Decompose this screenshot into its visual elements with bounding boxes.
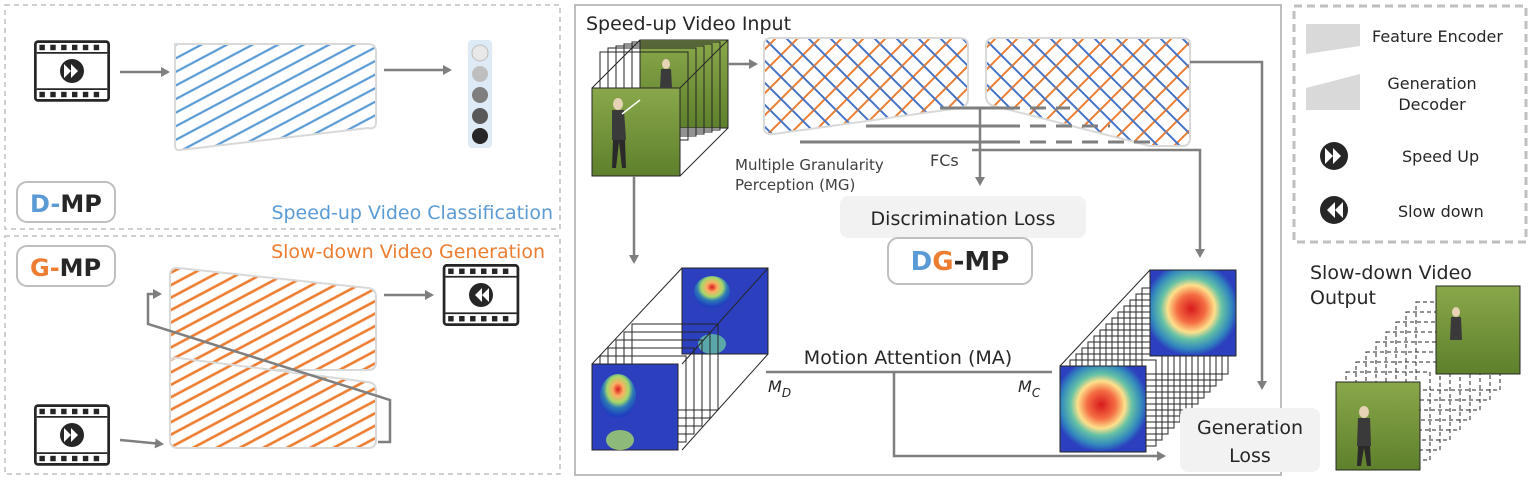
golfer-figure [612,98,641,168]
dmp-caption: Speed-up Video Classification [271,202,553,224]
motion-attention-label: Motion Attention (MA) [804,347,1012,369]
svg-text:D-MP: D-MP [30,190,102,218]
gmp-badge: G-MP [16,245,116,287]
golfer-figure-back [660,59,672,88]
legend-encoder-shape [1306,24,1360,54]
dmp-feature-encoder [174,43,377,152]
dmp-badge-prefix: D- [30,190,60,218]
legend-speed-up: Speed Up [1402,147,1479,166]
input-video-cube [591,39,729,177]
fcs-label: FCs [930,151,959,170]
golfer-figure [1357,406,1371,466]
generation-loss-line2: Loss [1229,445,1271,467]
gmp-arrow-in [119,438,164,449]
film-fast-forward-icon [34,40,110,102]
input-frame [591,87,681,177]
discrimination-loss-box: Discrimination Loss [840,196,1086,238]
output-frame-front [1335,381,1421,471]
svg-text:G-MP: G-MP [30,254,101,282]
mg-label-line2: Perception (MG) [735,176,855,194]
fast-forward-icon [1320,142,1348,170]
ma-to-generation-loss-arrow [892,372,1166,461]
gmp-feature-encoder [169,356,377,449]
gmp-generation-decoder [169,266,377,371]
legend-slow-down: Slow down [1398,202,1484,221]
generation-loss-line1: Generation [1197,417,1303,439]
decoder-to-generation-loss-arrow [1190,60,1267,390]
md-heatmap-cube [591,267,769,451]
gmp-loop-arrow [146,289,392,444]
gmp-badge-suffix: MP [60,254,101,282]
output-video: Slow-down Video Output [1310,262,1521,471]
gmp-caption: Slow-down Video Generation [271,241,545,263]
dmp-badge-suffix: MP [60,190,101,218]
legend: Feature Encoder Generation Decoder Speed… [1292,4,1528,244]
rewind-icon [1320,196,1348,224]
dgmp-badge-g: G [932,247,953,277]
film-rewind-icon [442,264,520,326]
dgmp-badge: DG-MP [887,237,1033,285]
gmp-badge-prefix: G- [30,254,60,282]
discrimination-loss-label: Discrimination Loss [871,208,1056,230]
dmp-badge: D-MP [16,181,116,223]
class-probability-vector [468,40,492,148]
dgmp-title: Speed-up Video Input [586,13,791,35]
legend-feature-encoder: Feature Encoder [1372,27,1503,46]
legend-decoder-shape [1306,74,1360,110]
mg-label-line1: Multiple Granularity [735,156,884,174]
dgmp-badge-d: D [911,247,933,277]
mc-label: MC [1018,377,1041,400]
dgmp-feature-encoder [763,37,969,136]
output-label-line1: Slow-down Video [1310,262,1472,284]
dgmp-generation-decoder [985,37,1191,147]
gmp-panel-border [4,235,561,475]
dgmp-badge-mp: -MP [954,247,1010,277]
dgmp-panel-border [574,4,1282,476]
output-frame-back [1435,285,1521,375]
legend-generation-decoder-line2: Decoder [1398,95,1466,114]
generation-loss-box: Generation Loss [1180,408,1320,472]
dmp-panel: D-MP Speed-up Video Classification [4,4,561,230]
dmp-panel-border [4,4,561,230]
legend-generation-decoder-line1: Generation [1387,74,1476,93]
gmp-panel: Slow-down Video Generation G-MP [4,235,561,475]
output-label-line2: Output [1310,287,1376,309]
md-label: MD [768,377,791,400]
svg-text:DG-MP: DG-MP [911,247,1010,277]
mc-heatmap-cube [1059,269,1237,453]
mg-to-heatmap-arrow [972,148,1205,258]
film-fast-forward-icon [34,404,110,466]
golfer-figure-back [1450,307,1462,340]
dgmp-panel: Speed-up Video Input [574,4,1320,476]
